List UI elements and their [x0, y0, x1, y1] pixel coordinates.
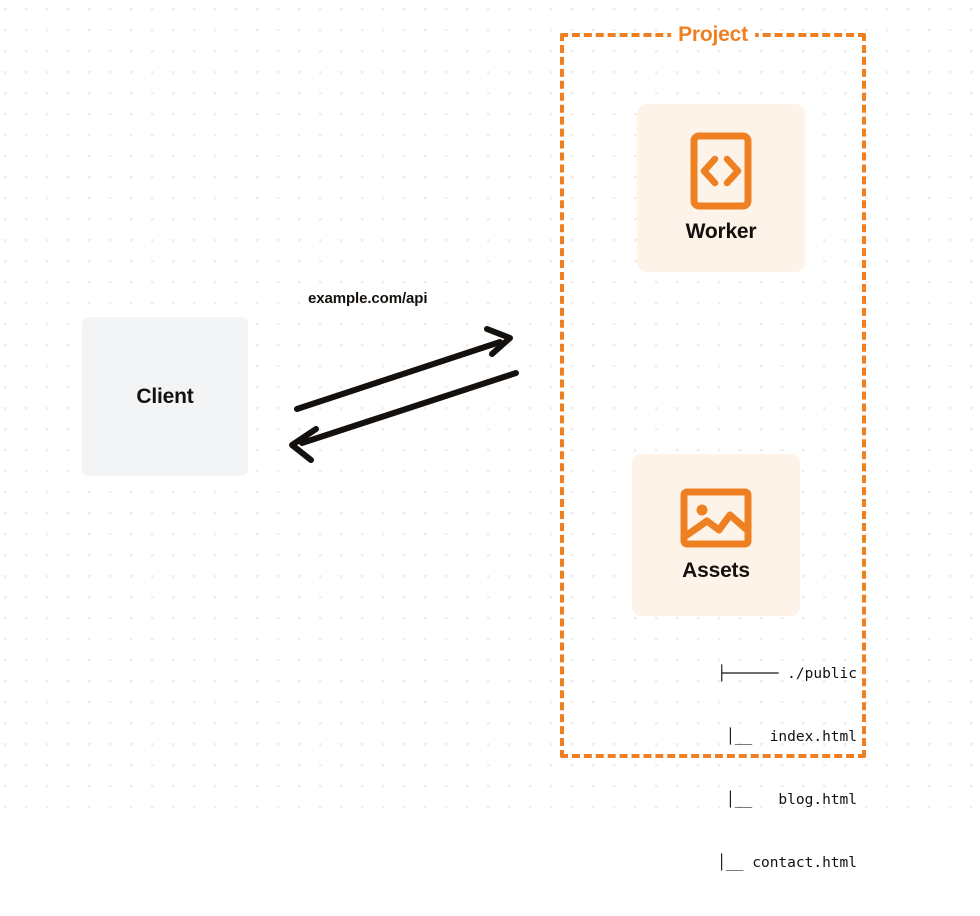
response-arrow [289, 370, 519, 463]
diagram-canvas: Client example.com/api Project [0, 0, 980, 871]
client-node[interactable]: Client [82, 317, 248, 476]
worker-node[interactable]: Worker [637, 104, 805, 272]
assets-file-tree: ├────── ./public │__ index.html │__ blog… [612, 622, 857, 916]
image-photo-icon [680, 487, 752, 549]
worker-node-label: Worker [685, 220, 757, 243]
request-arrow [294, 326, 513, 412]
client-node-label: Client [136, 384, 194, 408]
assets-node[interactable]: Assets [632, 454, 800, 616]
file-tree-row-contact: │__ contact.html [656, 855, 857, 871]
file-tree-row-root: ├────── ./public [717, 666, 857, 682]
file-tree-row-index: │__ index.html [664, 729, 857, 745]
assets-node-label: Assets [682, 559, 750, 582]
code-brackets-icon [690, 132, 752, 210]
file-tree-row-blog: │__ blog.html [664, 792, 857, 808]
connection-label: example.com/api [308, 290, 428, 307]
project-title: Project [671, 23, 755, 47]
project-container[interactable]: Project Worker Assets [560, 23, 866, 871]
